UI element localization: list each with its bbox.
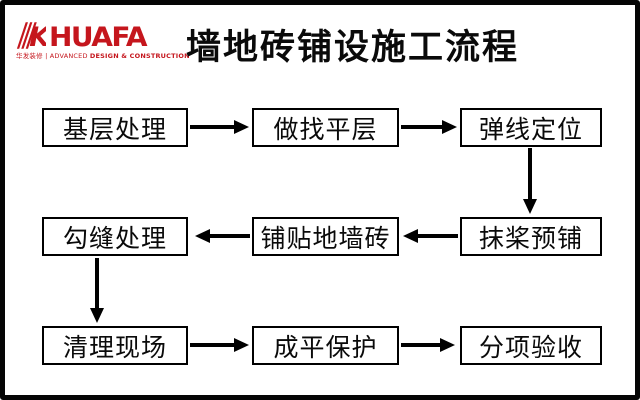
flow-node-finish-protect: 成平保护: [252, 326, 399, 365]
brand-text: HUAFA: [48, 21, 148, 53]
tagline-prefix: 华发装修 | ADVANCED: [16, 52, 90, 60]
logo-tagline: 华发装修 | ADVANCED DESIGN & CONSTRUCTION: [16, 52, 190, 60]
flow-node-grouting: 勾缝处理: [42, 217, 188, 256]
svg-text:K: K: [29, 22, 46, 50]
flow-node-lay-tiles: 铺贴地墙砖: [252, 217, 399, 256]
logo: K HUAFA 华发装修 | ADVANCED DESIGN & CONSTRU…: [16, 21, 190, 60]
flow-node-base-treatment: 基层处理: [42, 108, 188, 147]
page-title: 墙地砖铺设施工流程: [186, 28, 520, 68]
flow-node-site-cleanup: 清理现场: [42, 326, 188, 365]
flow-node-snap-lines: 弹线定位: [460, 108, 602, 147]
flow-node-leveling-layer: 做找平层: [252, 108, 399, 147]
flow-node-acceptance: 分项验收: [460, 326, 602, 365]
flow-node-mortar-prelay: 抹桨预铺: [460, 217, 602, 256]
huafa-k-logo-icon: K: [16, 22, 46, 50]
tagline-bold: DESIGN & CONSTRUCTION: [89, 52, 190, 60]
